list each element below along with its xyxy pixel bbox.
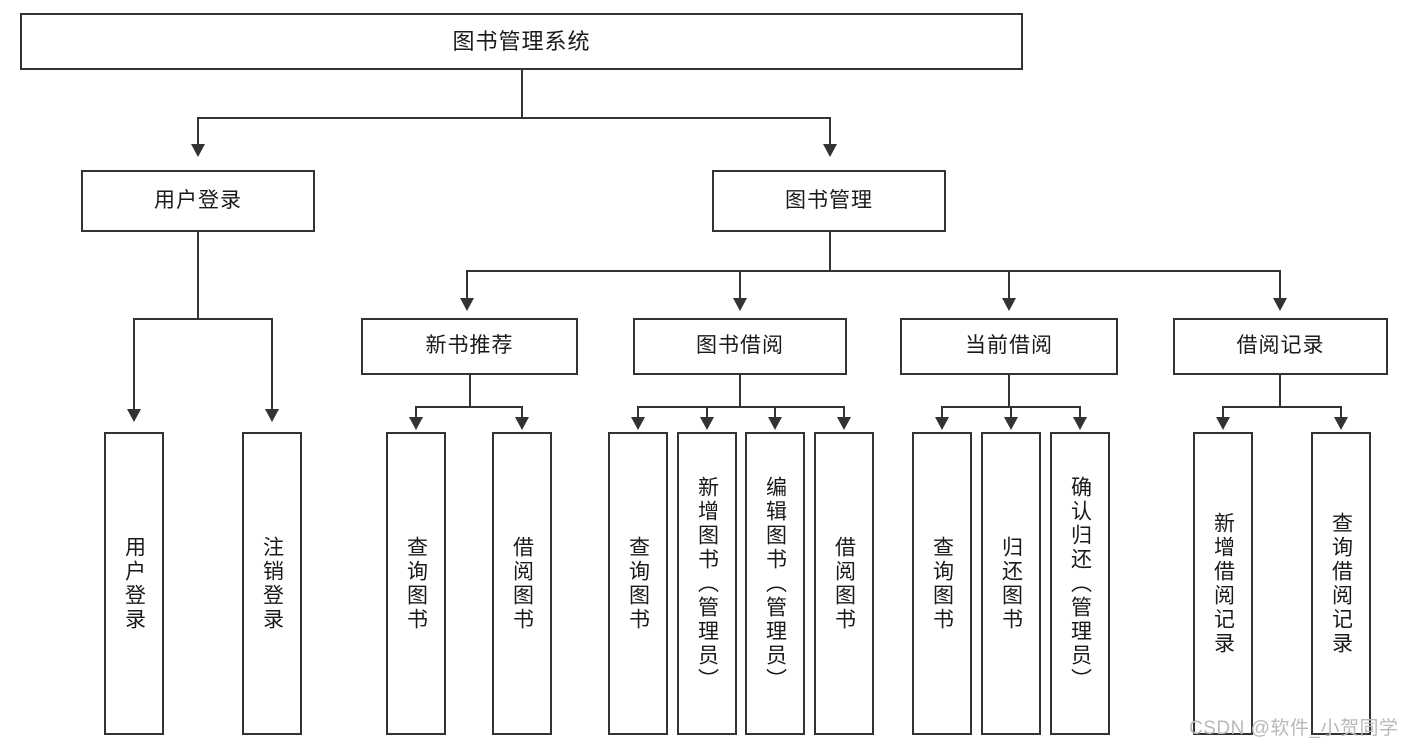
connector-new-book-recommend-stem <box>469 375 471 408</box>
node-leaf-query-record[interactable]: 查询借阅记录 <box>1311 432 1371 735</box>
node-book-manage[interactable]: 图书管理 <box>712 170 946 232</box>
connector-drop-return-book <box>1010 406 1012 419</box>
arrowhead-return-book <box>1004 417 1018 430</box>
connector-drop-edit-book <box>774 406 776 419</box>
node-leaf-return-book[interactable]: 归还图书 <box>981 432 1041 735</box>
arrowhead-add-book <box>700 417 714 430</box>
connector-current-borrow-stem <box>1008 375 1010 408</box>
node-label: 确认归还（管理员） <box>1068 475 1092 692</box>
connector-drop-borrow-book-1 <box>521 406 523 419</box>
node-user-login[interactable]: 用户登录 <box>81 170 315 232</box>
arrowhead-leaf-user-login <box>127 409 141 422</box>
arrowhead-query-book-1 <box>409 417 423 430</box>
connector-drop-add-book <box>706 406 708 419</box>
node-new-book-recommend[interactable]: 新书推荐 <box>361 318 578 375</box>
node-label: 查询借阅记录 <box>1329 511 1353 656</box>
arrowhead-book-manage <box>823 144 837 157</box>
arrowhead-add-record <box>1216 417 1230 430</box>
node-label: 查询图书 <box>404 535 428 632</box>
arrowhead-current-borrow <box>1002 298 1016 311</box>
node-label: 查询图书 <box>626 535 650 632</box>
arrowhead-user-login <box>191 144 205 157</box>
connector-drop-current-borrow <box>1008 270 1010 300</box>
connector-drop-leaf-logout <box>271 318 273 411</box>
node-current-borrow[interactable]: 当前借阅 <box>900 318 1118 375</box>
node-label: 注销登录 <box>260 535 284 632</box>
connector-drop-borrow-record <box>1279 270 1281 300</box>
connector-level2-bus <box>466 270 1280 272</box>
node-label: 新增图书（管理员） <box>695 475 719 692</box>
node-leaf-user-login[interactable]: 用户登录 <box>104 432 164 735</box>
arrowhead-borrow-book-2 <box>837 417 851 430</box>
node-leaf-borrow-book-2[interactable]: 借阅图书 <box>814 432 874 735</box>
arrowhead-book-borrow <box>733 298 747 311</box>
node-leaf-confirm-return[interactable]: 确认归还（管理员） <box>1050 432 1110 735</box>
arrowhead-leaf-logout <box>265 409 279 422</box>
arrowhead-query-book-2 <box>631 417 645 430</box>
connector-drop-query-book-2 <box>637 406 639 419</box>
arrowhead-query-record <box>1334 417 1348 430</box>
connector-level1-drop-book-manage <box>829 117 831 146</box>
connector-level1-bus <box>197 117 831 119</box>
connector-drop-borrow-book-2 <box>843 406 845 419</box>
node-label: 当前借阅 <box>965 334 1053 358</box>
node-leaf-add-record[interactable]: 新增借阅记录 <box>1193 432 1253 735</box>
arrowhead-borrow-record <box>1273 298 1287 311</box>
arrowhead-borrow-book-1 <box>515 417 529 430</box>
node-book-borrow[interactable]: 图书借阅 <box>633 318 847 375</box>
node-leaf-borrow-book-1[interactable]: 借阅图书 <box>492 432 552 735</box>
connector-borrow-record-stem <box>1279 375 1281 408</box>
node-label: 借阅记录 <box>1236 334 1325 358</box>
node-label: 借阅图书 <box>832 535 856 632</box>
connector-level1-drop-user-login <box>197 117 199 146</box>
connector-root-stem <box>521 70 523 118</box>
node-label: 新增借阅记录 <box>1211 511 1235 656</box>
node-label: 编辑图书（管理员） <box>763 475 787 692</box>
arrowhead-new-book-recommend <box>460 298 474 311</box>
arrowhead-confirm-return <box>1073 417 1087 430</box>
node-leaf-logout[interactable]: 注销登录 <box>242 432 302 735</box>
connector-borrow-record-bus <box>1222 406 1341 408</box>
node-leaf-add-book[interactable]: 新增图书（管理员） <box>677 432 737 735</box>
connector-drop-query-book-1 <box>415 406 417 419</box>
node-label: 用户登录 <box>122 535 146 632</box>
connector-drop-confirm-return <box>1079 406 1081 419</box>
connector-new-book-recommend-bus <box>415 406 523 408</box>
connector-book-borrow-stem <box>739 375 741 408</box>
node-root-book-management-system[interactable]: 图书管理系统 <box>20 13 1023 70</box>
node-label: 图书管理 <box>785 188 873 212</box>
node-leaf-query-book-3[interactable]: 查询图书 <box>912 432 972 735</box>
connector-drop-query-record <box>1340 406 1342 419</box>
watermark-text: CSDN @软件_小贺同学 <box>1189 718 1399 739</box>
node-label: 查询图书 <box>930 535 954 632</box>
node-label: 图书借阅 <box>696 334 784 358</box>
node-label: 用户登录 <box>154 188 242 212</box>
node-label: 借阅图书 <box>510 535 534 632</box>
connector-user-login-bus <box>133 318 273 320</box>
connector-drop-new-book-recommend <box>466 270 468 300</box>
connector-user-login-stem <box>197 232 199 320</box>
connector-book-borrow-bus <box>637 406 844 408</box>
node-label: 归还图书 <box>999 535 1023 632</box>
node-leaf-query-book-1[interactable]: 查询图书 <box>386 432 446 735</box>
arrowhead-query-book-3 <box>935 417 949 430</box>
node-label: 图书管理系统 <box>452 28 591 54</box>
node-label: 新书推荐 <box>425 334 514 358</box>
node-borrow-record[interactable]: 借阅记录 <box>1173 318 1388 375</box>
connector-drop-leaf-user-login <box>133 318 135 411</box>
arrowhead-edit-book <box>768 417 782 430</box>
connector-drop-query-book-3 <box>941 406 943 419</box>
connector-drop-book-borrow <box>739 270 741 300</box>
node-leaf-edit-book[interactable]: 编辑图书（管理员） <box>745 432 805 735</box>
connector-drop-add-record <box>1222 406 1224 419</box>
node-leaf-query-book-2[interactable]: 查询图书 <box>608 432 668 735</box>
connector-book-manage-stem <box>829 232 831 272</box>
